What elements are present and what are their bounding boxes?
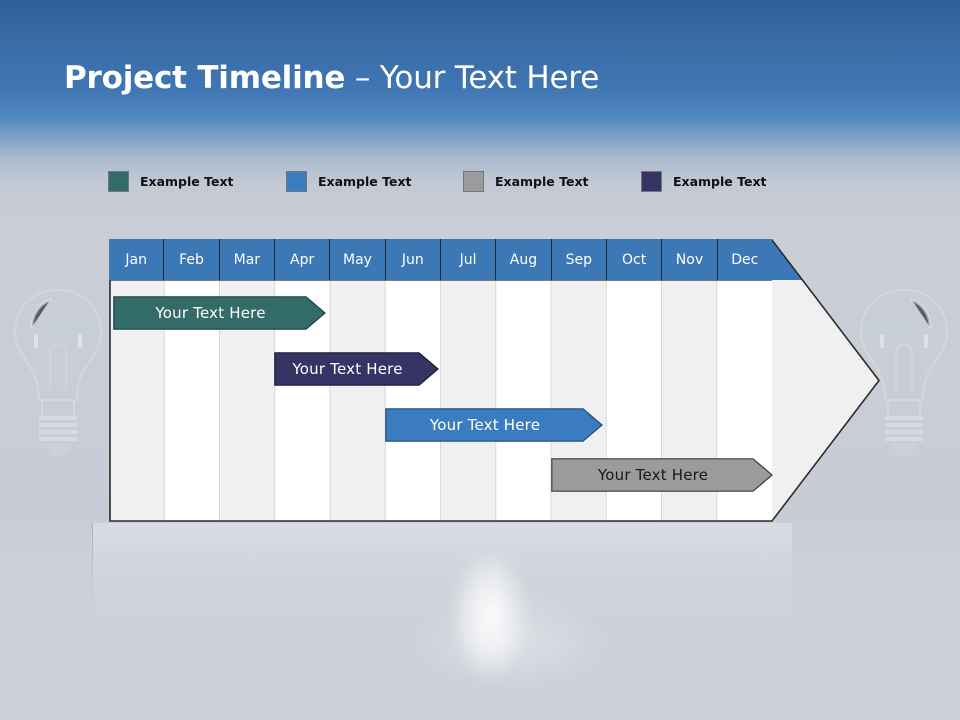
- month-cell-may[interactable]: May: [330, 239, 386, 280]
- timeline-bar-label: Your Text Here: [429, 416, 541, 434]
- timeline-bar-2[interactable]: Your Text Here: [274, 352, 439, 386]
- color-swatch-icon: [108, 170, 129, 192]
- timeline-bar-1[interactable]: Your Text Here: [113, 296, 326, 330]
- month-cell-oct[interactable]: Oct: [606, 239, 663, 280]
- color-swatch-icon: [463, 170, 484, 192]
- legend-item-label: Example Text: [495, 173, 589, 189]
- month-cell-dec[interactable]: Dec: [717, 239, 772, 280]
- legend-item-label: Example Text: [318, 173, 412, 189]
- color-swatch-icon: [286, 170, 307, 192]
- page-title-separator: –: [345, 60, 380, 96]
- month-cell-feb[interactable]: Feb: [164, 239, 220, 280]
- timeline-bar-label: Your Text Here: [292, 360, 403, 378]
- page-title-strong: Project Timeline: [64, 60, 346, 96]
- lightbulb-icon: [852, 282, 956, 462]
- month-cell-jun[interactable]: Jun: [385, 239, 441, 280]
- timeline-bar-label: Your Text Here: [597, 466, 709, 484]
- legend-item-3[interactable]: Example Text: [463, 170, 589, 192]
- bar-arrow-shape: [551, 458, 773, 492]
- month-cell-apr[interactable]: Apr: [274, 239, 331, 280]
- legend-item-4[interactable]: Example Text: [641, 170, 767, 192]
- chart-reflection-edge: [92, 523, 93, 615]
- timeline-bar-label: Your Text Here: [155, 304, 266, 322]
- month-cell-nov[interactable]: Nov: [662, 239, 718, 280]
- month-cell-aug[interactable]: Aug: [496, 239, 552, 280]
- month-cell-sep[interactable]: Sep: [551, 239, 607, 280]
- spotlight-glow: [430, 525, 550, 720]
- bar-arrow-shape: [274, 352, 439, 386]
- month-cell-jan[interactable]: Jan: [109, 239, 165, 280]
- legend-item-1[interactable]: Example Text: [108, 170, 234, 192]
- color-swatch-icon: [641, 170, 662, 192]
- month-cell-mar[interactable]: Mar: [219, 239, 275, 280]
- page-title-light: Your Text Here: [379, 60, 600, 96]
- spotlight-glow-soft: [370, 560, 650, 720]
- timeline-chart: Jan Feb Mar Apr May Jun Jul Aug Sep Oct …: [109, 239, 880, 522]
- month-cell-jul[interactable]: Jul: [440, 239, 497, 280]
- lightbulb-icon: [6, 282, 110, 462]
- page-title: Project Timeline – Your Text Here: [64, 60, 599, 96]
- legend-item-label: Example Text: [673, 173, 767, 189]
- bar-arrow-shape: [113, 296, 326, 330]
- month-header-row: Jan Feb Mar Apr May Jun Jul Aug Sep Oct …: [109, 239, 772, 280]
- timeline-bar-4[interactable]: Your Text Here: [551, 458, 773, 492]
- bar-arrow-shape: [385, 408, 603, 442]
- legend-item-2[interactable]: Example Text: [286, 170, 412, 192]
- legend-item-label: Example Text: [140, 173, 234, 189]
- timeline-bar-3[interactable]: Your Text Here: [385, 408, 603, 442]
